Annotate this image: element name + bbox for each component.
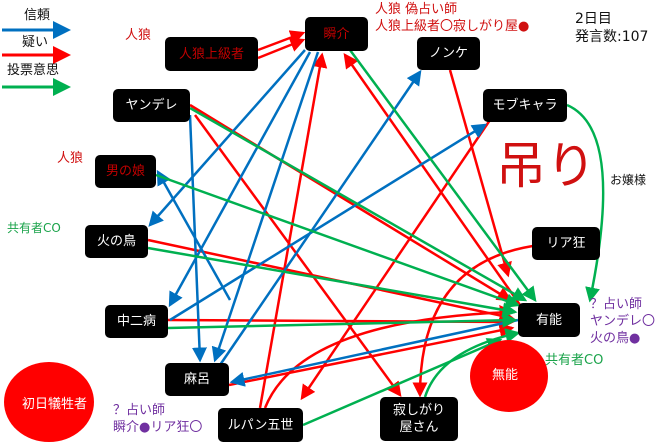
edge-jinro-to-shunsuke-2 (257, 37, 306, 60)
edge-chunibyo-to-mobchara (169, 123, 488, 322)
node-sabishigari-line1: 寂しがり (392, 403, 445, 418)
edge-chunibyo-to-yuunou-vote (167, 312, 518, 330)
node-shonichi[interactable]: 初日犠牲者 (21, 397, 87, 412)
blood-splat-shonichi (4, 362, 94, 442)
yuunou-result-2: 火の鳥● (590, 331, 641, 346)
node-shunsuke[interactable]: 瞬介 (305, 17, 368, 51)
legend-suspect-label: 疑い (22, 35, 49, 50)
edge-hinotori-to-yuunou-vote (147, 246, 518, 318)
edge-shunsuke-to-chunibyo (168, 51, 312, 308)
node-munou[interactable]: 無能 (491, 367, 518, 383)
wolf-label-1: 人狼 (125, 28, 152, 43)
wolf-label-2: 人狼 (57, 151, 84, 166)
edge-shunsuke-to-hinotori (148, 49, 306, 227)
legend-arrows (2, 21, 71, 96)
hang-label: 吊り (496, 137, 596, 195)
blood-splat-munou (470, 340, 548, 412)
node-riakyou[interactable]: リア狂 (532, 227, 600, 260)
hinotori-co: 共有者CO (7, 221, 61, 235)
shunsuke-role: 人狼 偽占い師 (375, 2, 458, 17)
legend-vote-label: 投票意思 (7, 63, 60, 78)
yuunou-role: ？占い師 (590, 297, 643, 312)
node-ojousama[interactable]: お嬢様 (610, 173, 647, 187)
edge-maro-to-nonke (218, 69, 422, 366)
edge-group (147, 30, 605, 427)
shonichi-results: 瞬介●リア狂〇 (113, 420, 203, 435)
edge-shunsuke-to-maro (211, 51, 320, 363)
edge-nonke-to-yuunou (448, 69, 512, 278)
edge-sabishigari-to-yuunou-vote (423, 328, 521, 398)
edge-yuunou-to-maro (229, 318, 519, 387)
edge-shunsuke-to-yuunou-vote (348, 49, 537, 303)
edge-jinro-to-shunsuke-1 (257, 30, 306, 52)
edge-mobchara-to-lupin (300, 119, 492, 401)
legend-trust-label: 信頼 (24, 8, 51, 23)
edge-otokonoko-to-yuunou-vote (155, 173, 521, 308)
node-nonke[interactable]: ノンケ (417, 37, 480, 70)
node-sabishigari-line2: 屋さん (399, 420, 439, 435)
day-label: 2日目 (575, 11, 612, 27)
yuunou-result-1: ヤンデレ〇 (590, 314, 656, 329)
node-sabishigari[interactable]: 寂しがり 屋さん (380, 397, 458, 441)
edge-lupin-to-yuunou-vote (302, 338, 503, 427)
node-maro[interactable]: 麻呂 (165, 363, 229, 396)
edge-yuunou-to-shunsuke (343, 52, 522, 306)
node-hinotori[interactable]: 火の鳥 (85, 225, 148, 258)
node-yandere[interactable]: ヤンデレ (113, 89, 190, 122)
edge-riakyou-to-sabishigari (412, 243, 541, 398)
node-jinro-joukyu[interactable]: 人狼上級者 (165, 37, 258, 71)
edge-maro-to-yuunou (228, 323, 515, 387)
post-count: 発言数:107 (575, 29, 649, 45)
shunsuke-results: 人狼上級者〇寂しがり屋● (375, 19, 530, 34)
edge-lupin-to-shunsuke (258, 52, 328, 409)
edge-to-otokonoko (156, 169, 232, 301)
node-mobchara[interactable]: モブキャラ (483, 89, 567, 122)
edge-yandere-to-yuunou-vote (189, 106, 528, 302)
edge-lupin-to-yuunou (263, 304, 515, 409)
node-lupin[interactable]: ルパン五世 (218, 408, 303, 442)
node-chunibyo[interactable]: 中二病 (105, 305, 168, 338)
node-otokonoko[interactable]: 男の娘 (95, 155, 156, 188)
shonichi-role: ？占い師 (113, 403, 166, 418)
node-yuunou[interactable]: 有能 (518, 303, 580, 337)
edge-mobchara-to-yuunou-vote (566, 103, 605, 303)
munou-co: 共有者CO (545, 353, 604, 368)
